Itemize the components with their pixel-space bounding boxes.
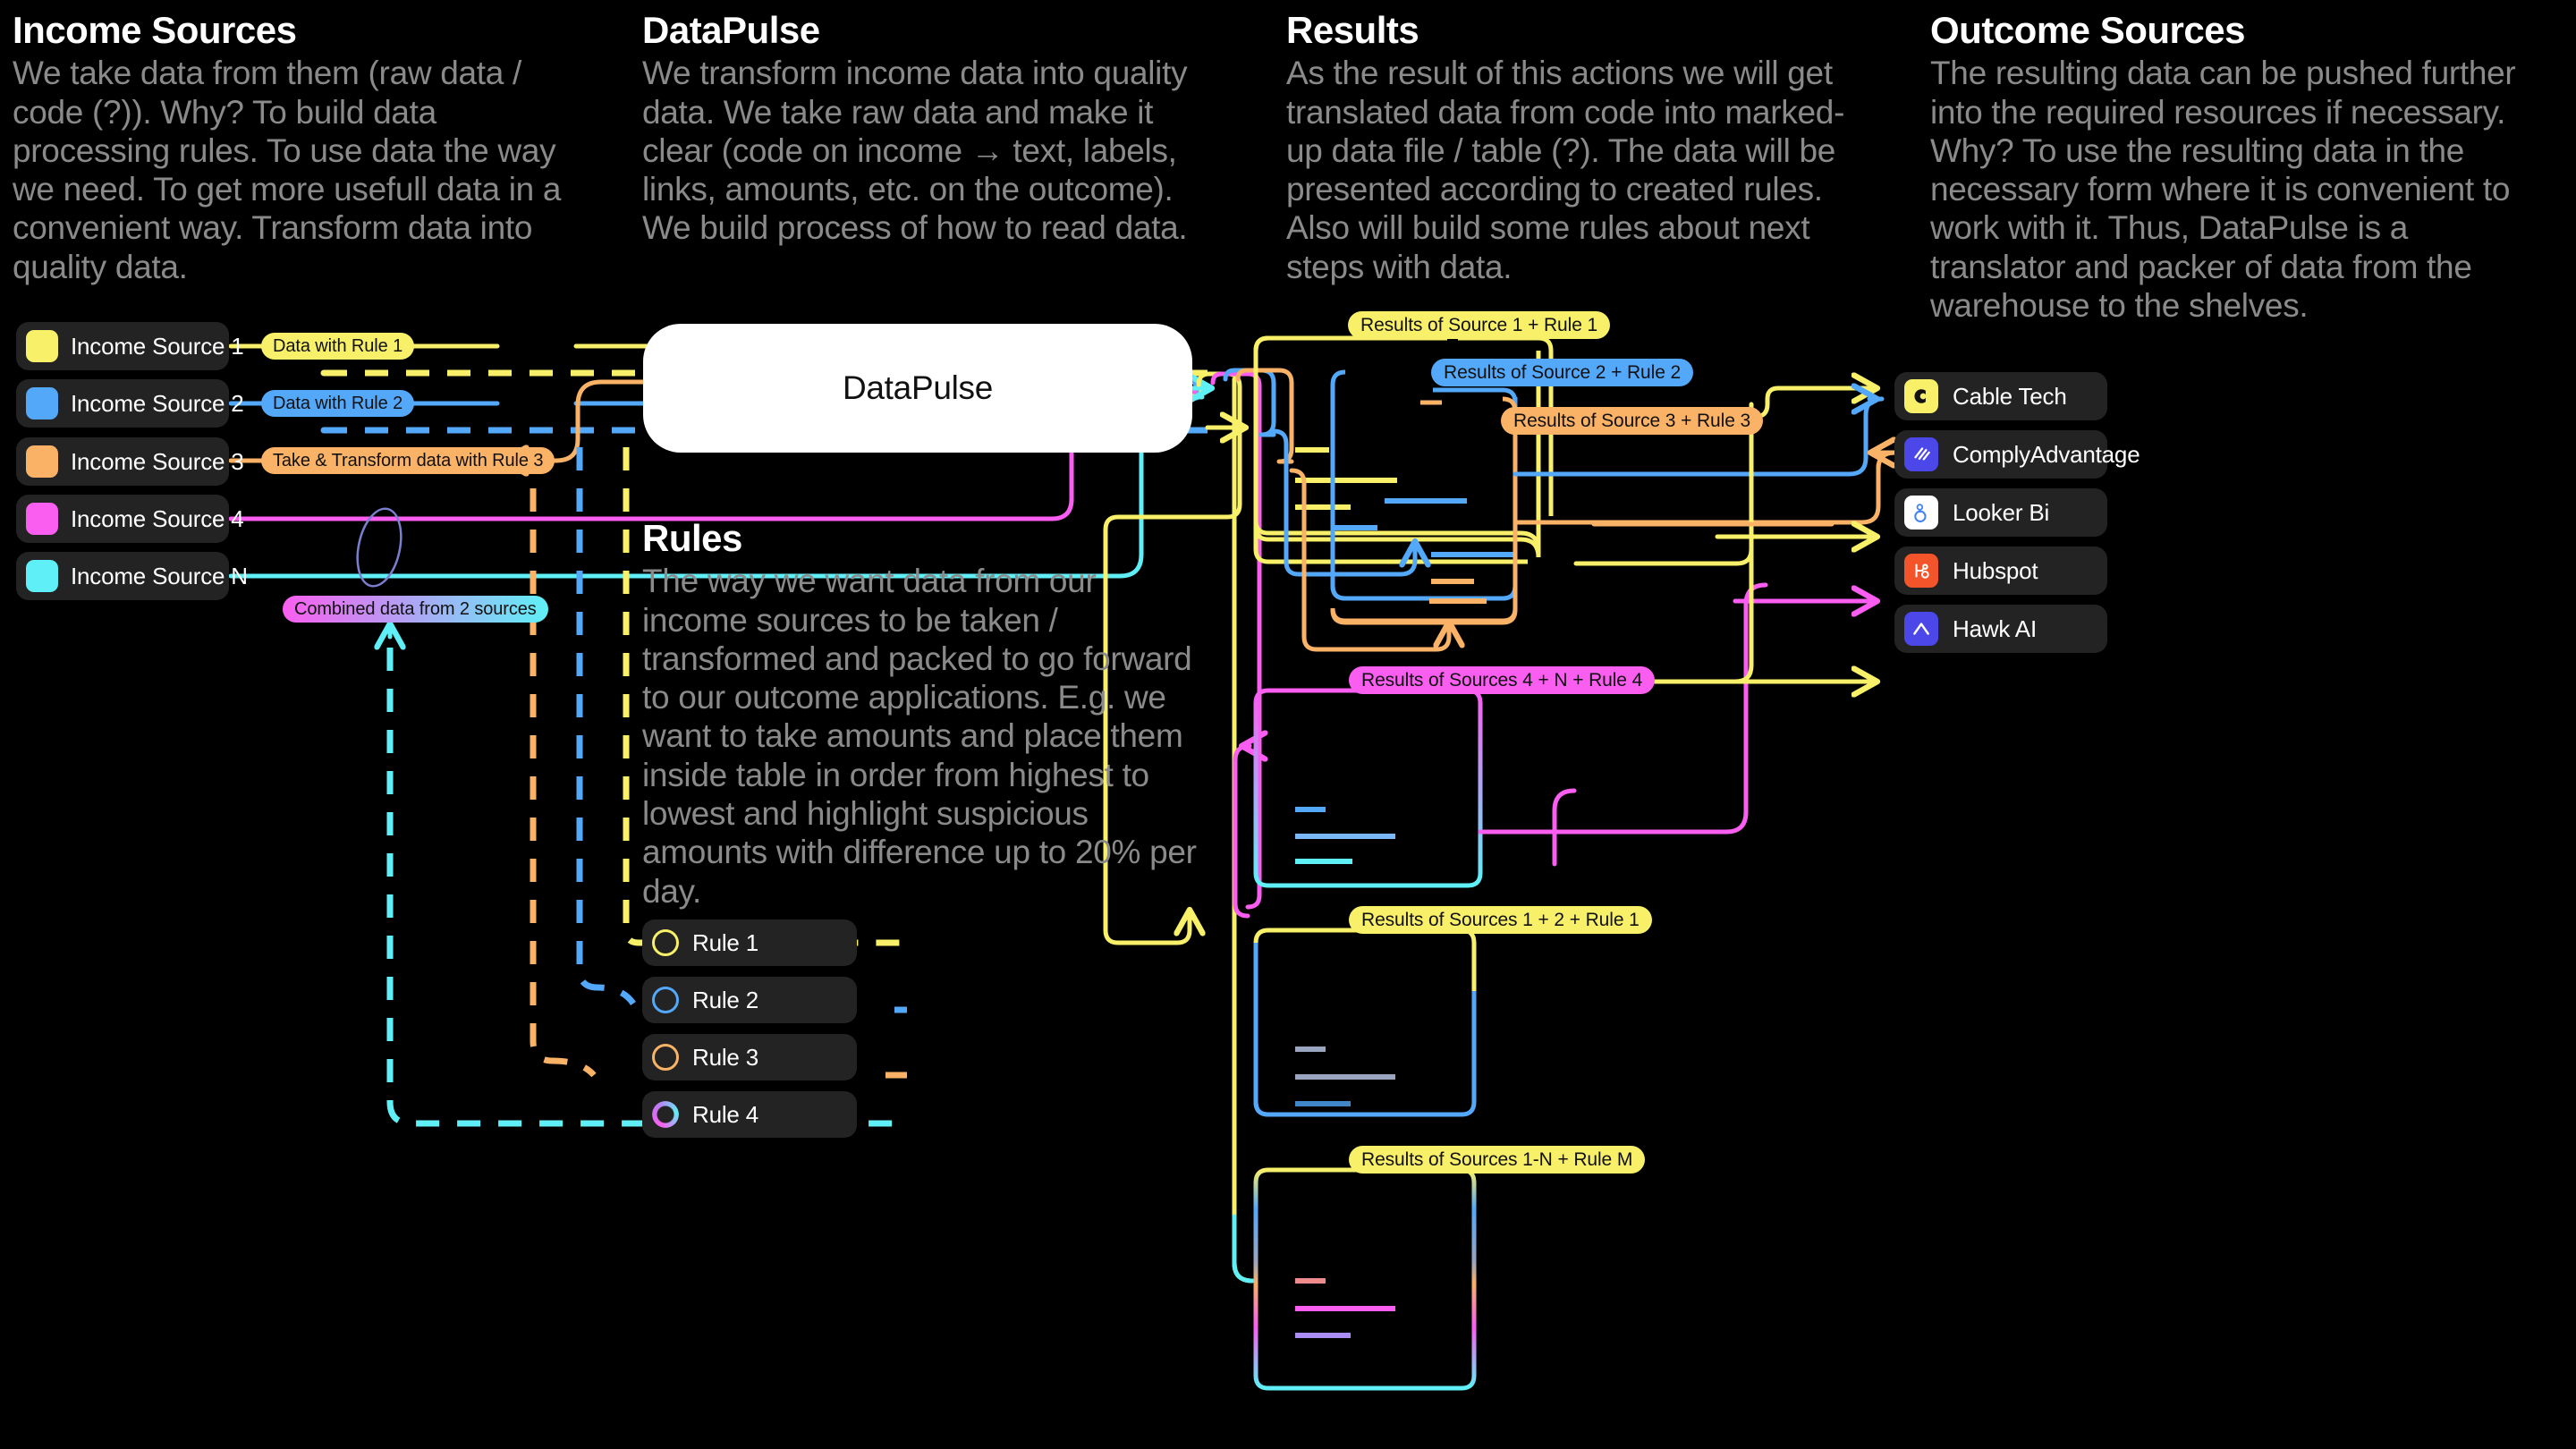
income-source-item[interactable]: Income Source N [16,552,248,600]
result-card-label: Results of Sources 1-N + Rule M [1349,1146,1646,1174]
outcome-source-item[interactable]: ComplyAdvantage [1894,430,2140,479]
complyadvantage-logo [1904,437,1938,471]
column-results: Results As the result of this actions we… [1286,9,1859,286]
income-source-item[interactable]: Income Source 2 [16,379,244,428]
rule-item[interactable]: Rule 2 [642,977,857,1023]
outcome-source-label: Hubspot [1953,556,2038,584]
page-title-income-sources: Income Sources [13,9,297,51]
datapulse-hub-label: DataPulse [842,369,993,406]
column-outcome-sources: Outcome Sources The resulting data can b… [1930,9,2521,325]
result-card-label: Results of Source 1 + Rule 1 [1348,311,1611,339]
rule-ring-icon [652,929,679,956]
rule-label: Rule 4 [692,1100,758,1128]
rule-label: Rule 3 [692,1043,758,1071]
hubspot-logo [1904,554,1938,588]
result-card-label: Results of Sources 1 + 2 + Rule 1 [1349,906,1652,934]
rules-body: The way we want data from our income sou… [642,563,1197,910]
result-card-label: Results of Source 2 + Rule 2 [1431,359,1694,386]
wire-label: Data with Rule 1 [261,333,415,360]
outcome-source-label: ComplyAdvantage [1953,440,2140,468]
rules-section: Rules The way we want data from our inco… [642,517,1202,911]
wire-label: Data with Rule 2 [261,390,415,417]
hawk-ai-logo [1904,612,1938,646]
rule-label: Rule 1 [692,928,758,956]
column-body-datapulse: We transform income data into quality da… [642,55,1188,247]
looker-logo [1904,496,1938,530]
income-source-swatch [26,387,58,419]
cable-tech-logo [1904,379,1938,413]
income-source-label: Income Source 4 [71,504,244,532]
result-card-label: Results of Sources 4 + N + Rule 4 [1349,666,1656,694]
outcome-source-label: Cable Tech [1953,382,2067,410]
rules-title: Rules [642,517,742,559]
page-title-outcome-sources: Outcome Sources [1930,9,2245,51]
outcome-source-label: Hawk AI [1953,614,2037,642]
rule-label: Rule 2 [692,986,758,1013]
wire-label: Combined data from 2 sources [283,596,548,623]
column-income-sources: Income Sources We take data from them (r… [13,9,585,286]
income-source-item[interactable]: Income Source 4 [16,495,244,543]
outcome-source-item[interactable]: Hawk AI [1894,605,2107,653]
page-title-datapulse: DataPulse [642,9,820,51]
rule-item[interactable]: Rule 4 [642,1091,857,1138]
wire-label: Take & Transform data with Rule 3 [261,447,555,474]
income-source-item[interactable]: Income Source 1 [16,322,244,370]
income-source-label: Income Source 1 [71,332,244,360]
income-source-swatch [26,445,58,478]
outcome-source-item[interactable]: Cable Tech [1894,372,2107,420]
rule-item[interactable]: Rule 1 [642,919,857,966]
income-source-swatch [26,560,58,592]
page-title-results: Results [1286,9,1419,51]
datapulse-hub[interactable]: DataPulse [643,324,1192,453]
column-body-income-sources: We take data from them (raw data / code … [13,55,562,285]
income-source-label: Income Source 2 [71,389,244,417]
income-source-swatch [26,330,58,362]
column-body-outcome-sources: The resulting data can be pushed further… [1930,55,2516,324]
income-source-label: Income Source 3 [71,447,244,475]
income-source-swatch [26,503,58,535]
income-source-label: Income Source N [71,562,248,589]
rule-ring-icon [652,987,679,1013]
outcome-source-label: Looker Bi [1953,498,2050,526]
column-datapulse: DataPulse We transform income data into … [642,9,1206,248]
outcome-source-item[interactable]: Looker Bi [1894,488,2107,537]
income-source-item[interactable]: Income Source 3 [16,437,244,486]
outcome-source-item[interactable]: Hubspot [1894,547,2107,595]
rule-ring-icon [652,1044,679,1071]
column-body-results: As the result of this actions we will ge… [1286,55,1845,285]
rule-item[interactable]: Rule 3 [642,1034,857,1080]
rule-ring-icon [652,1101,679,1128]
result-card-label: Results of Source 3 + Rule 3 [1501,407,1764,435]
